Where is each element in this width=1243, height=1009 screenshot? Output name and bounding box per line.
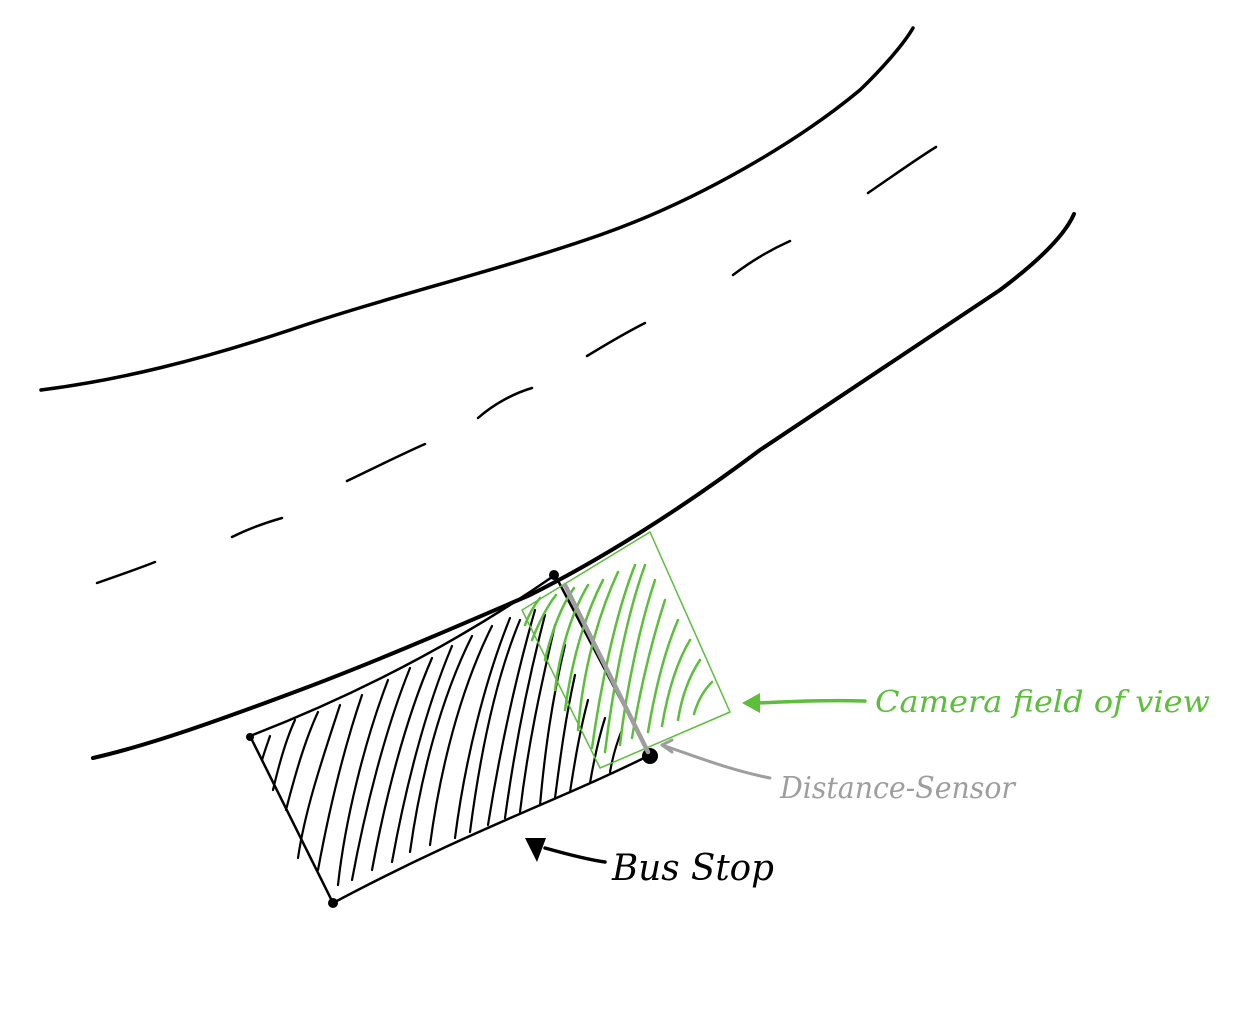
bus-stop-corner-dot: [246, 733, 254, 741]
camera-fov-label: Camera field of view: [875, 685, 1210, 720]
camera-fov-hatching: [523, 563, 714, 754]
distance-sensor-beam: [562, 582, 651, 755]
arrowhead-icon: [660, 738, 674, 754]
distance-sensor-label: Distance-Sensor: [779, 771, 1017, 806]
road-center-line: [95, 145, 938, 585]
road-dash: [731, 239, 792, 277]
camera-fov-arrow: [742, 693, 867, 713]
arrowhead-icon: [742, 693, 760, 713]
bus-stop-hatching: [260, 608, 624, 887]
distance-sensor-line: [562, 582, 651, 755]
bus-stop-area: [246, 570, 658, 908]
road-dash: [95, 560, 157, 585]
bus-stop-arrow: [525, 838, 607, 864]
road-lower-edge: [91, 212, 1076, 760]
road-dash: [345, 442, 427, 483]
road-dash: [230, 516, 284, 539]
camera-fov-outline: [521, 531, 731, 769]
road-dash: [476, 386, 534, 420]
bus-stop-corner-dot: [549, 570, 559, 580]
road-upper-edge: [39, 26, 915, 392]
distance-sensor-arrow: [660, 738, 772, 780]
camera-fov: [521, 531, 731, 769]
bus-stop-corner-dot: [642, 748, 658, 764]
road-dash: [585, 321, 647, 358]
road: [39, 26, 1076, 760]
bus-stop-corner-dot: [328, 898, 338, 908]
road-dash: [866, 145, 938, 195]
arrowhead-icon: [525, 838, 546, 862]
bus-stop-label: Bus Stop: [611, 848, 774, 889]
